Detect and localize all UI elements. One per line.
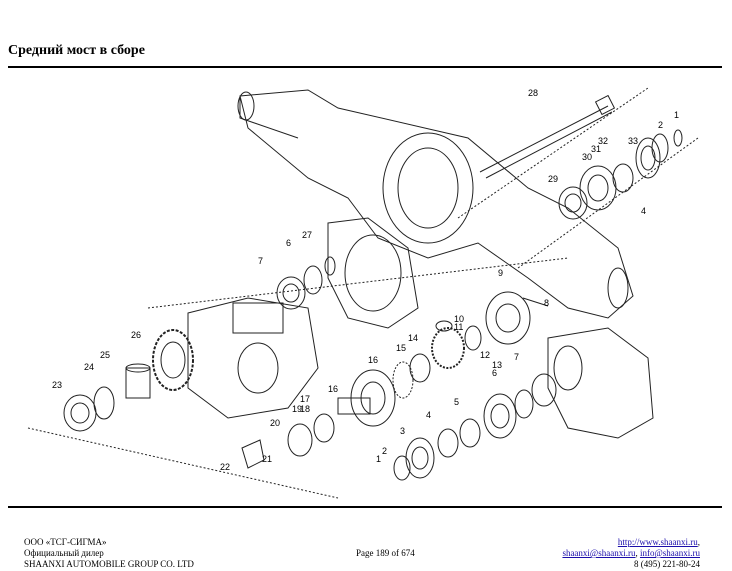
website-suffix: ,: [697, 537, 700, 547]
footer-company: ООО «ТСГ-СИГМА»: [24, 537, 107, 547]
svg-text:23: 23: [52, 380, 62, 390]
svg-text:20: 20: [270, 418, 280, 428]
svg-text:12: 12: [480, 350, 490, 360]
svg-text:3: 3: [400, 426, 405, 436]
footer-phone: 8 (495) 221-80-24: [634, 559, 700, 569]
page-indicator: Page 189 of 674: [356, 548, 415, 558]
svg-text:18: 18: [300, 404, 310, 414]
svg-text:14: 14: [408, 333, 418, 343]
email-link-shaanxi[interactable]: shaanxi@shaanxi.ru: [562, 548, 636, 558]
svg-text:6: 6: [492, 368, 497, 378]
svg-text:16: 16: [328, 384, 338, 394]
right-bearing-rings: [483, 373, 557, 439]
svg-text:2: 2: [658, 120, 663, 130]
svg-text:13: 13: [492, 360, 502, 370]
exploded-assembly-diagram: 1 2 33 32 31 30 29 28 4 27 6 7 9 8 10 11…: [27, 87, 699, 499]
footer-dealer: Официальный дилер: [24, 548, 104, 558]
svg-text:33: 33: [628, 136, 638, 146]
differential-group: [409, 291, 549, 383]
footer-manufacturer: SHAANXI AUTOMOBILE GROUP CO. LTD: [24, 559, 194, 569]
svg-text:7: 7: [514, 352, 519, 362]
lower-flange-group: [393, 418, 481, 481]
svg-text:19: 19: [292, 404, 302, 414]
svg-text:25: 25: [100, 350, 110, 360]
email-separator: ,: [635, 548, 640, 558]
footer-company-block: ООО «ТСГ-СИГМА» Официальный дилер SHAANX…: [24, 537, 194, 570]
svg-text:30: 30: [582, 152, 592, 162]
bracket-22: [241, 439, 265, 469]
svg-text:9: 9: [498, 268, 503, 278]
email-link-info[interactable]: info@shaanxi.ru: [639, 548, 700, 558]
website-link[interactable]: http://www.shaanxi.ru: [617, 537, 698, 547]
upper-right-flange-group: [558, 129, 683, 220]
svg-text:26: 26: [131, 330, 141, 340]
svg-text:28: 28: [528, 88, 538, 98]
svg-text:10: 10: [454, 314, 464, 324]
svg-text:5: 5: [454, 397, 459, 407]
svg-text:32: 32: [598, 136, 608, 146]
svg-text:17: 17: [300, 394, 310, 404]
svg-text:1: 1: [674, 110, 679, 120]
svg-text:4: 4: [641, 206, 646, 216]
svg-text:6: 6: [286, 238, 291, 248]
carrier-cover: [327, 217, 419, 329]
footer-contacts-block: http://www.shaanxi.ru, shaanxi@shaanxi.r…: [562, 537, 700, 570]
axle-housing: [237, 89, 634, 319]
header-rule: [8, 66, 722, 68]
bearing-23-24: [63, 386, 115, 432]
svg-text:27: 27: [302, 230, 312, 240]
page-title: Средний мост в сборе: [8, 43, 145, 58]
left-bearing-rings: [276, 256, 336, 310]
svg-text:4: 4: [426, 410, 431, 420]
svg-text:1: 1: [376, 454, 381, 464]
svg-text:24: 24: [84, 362, 94, 372]
svg-text:21: 21: [262, 454, 272, 464]
input-shaft-16: [287, 361, 414, 457]
svg-text:11: 11: [454, 322, 463, 332]
svg-text:31: 31: [591, 144, 601, 154]
svg-text:29: 29: [548, 174, 558, 184]
svg-text:22: 22: [220, 462, 230, 472]
svg-text:7: 7: [258, 256, 263, 266]
svg-text:8: 8: [544, 298, 549, 308]
footer-rule: [8, 506, 722, 508]
svg-text:16: 16: [368, 355, 378, 365]
svg-text:15: 15: [396, 343, 406, 353]
rear-carrier-cover: [547, 327, 654, 439]
gear-26: [152, 329, 194, 391]
axle-shaft-28: [479, 94, 616, 179]
interaxle-housing: [187, 297, 319, 419]
sleeve-25: [125, 363, 151, 399]
svg-text:2: 2: [382, 446, 387, 456]
